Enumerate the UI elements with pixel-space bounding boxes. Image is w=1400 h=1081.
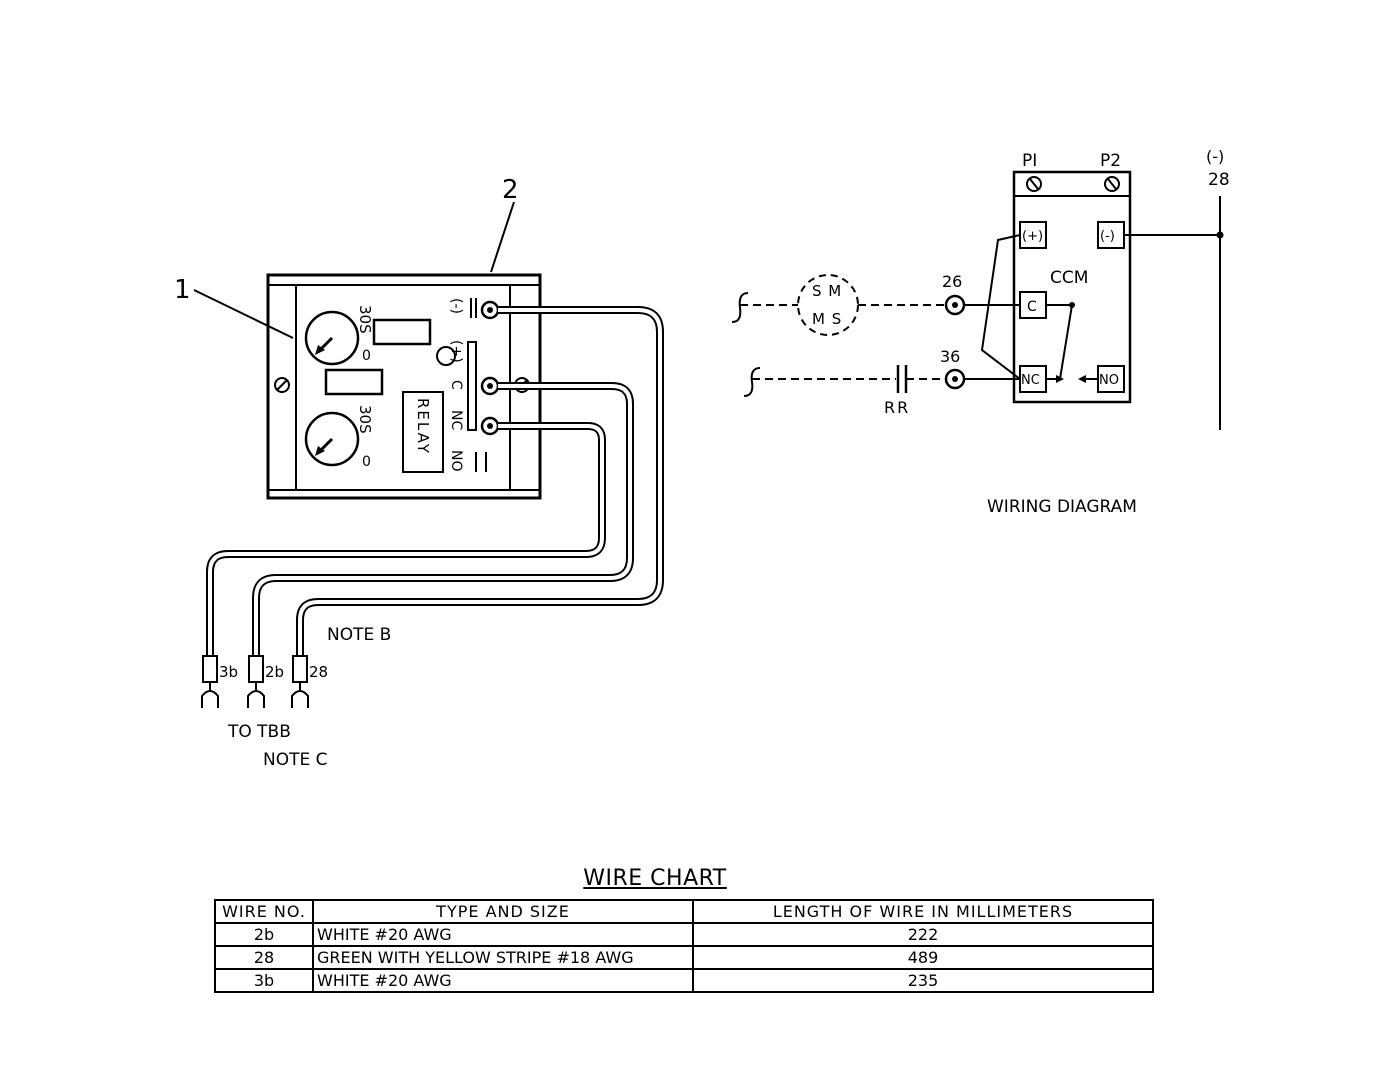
wire-no-cell: 3b bbox=[214, 968, 314, 993]
negative-label: (-) bbox=[1206, 147, 1224, 166]
note-c: NOTE C bbox=[263, 750, 328, 770]
callout-1-leader bbox=[193, 289, 294, 339]
type-cell: WHITE #20 AWG bbox=[312, 922, 694, 947]
indicator-window-middle bbox=[324, 368, 384, 396]
motor-label-top: S M bbox=[812, 282, 842, 300]
jumper-strap bbox=[467, 341, 477, 431]
relay-line-break bbox=[743, 367, 761, 397]
contact-arrow-nc bbox=[1056, 375, 1064, 383]
wire-no-cell: 28 bbox=[214, 945, 314, 970]
terminal-c-label: C bbox=[448, 380, 464, 390]
table-row: 28 GREEN WITH YELLOW STRIPE #18 AWG 489 bbox=[214, 945, 1154, 970]
terminal-screw-minus bbox=[480, 300, 500, 320]
length-cell: 235 bbox=[692, 968, 1154, 993]
table-row: 3b WHITE #20 AWG 235 bbox=[214, 968, 1154, 993]
ccm-plus-label: (+) bbox=[1022, 229, 1043, 244]
rr-label: RR bbox=[884, 398, 910, 417]
p1-label: PI bbox=[1022, 151, 1037, 171]
terminal-plus-label: (+) bbox=[448, 340, 464, 363]
p2-label: P2 bbox=[1100, 151, 1121, 171]
note-b: NOTE B bbox=[327, 625, 391, 645]
motor-label-bottom: M S bbox=[812, 310, 842, 328]
type-cell: WHITE #20 AWG bbox=[312, 968, 694, 993]
wire-chart-table: WIRE NO. TYPE AND SIZE LENGTH OF WIRE IN… bbox=[214, 899, 1154, 993]
ccm-module bbox=[1012, 170, 1132, 404]
terminal-nc-label: NC bbox=[448, 410, 464, 430]
dial-top-min: 0 bbox=[362, 348, 371, 364]
wire-no-cell: 2b bbox=[214, 922, 314, 947]
motor-line-break bbox=[731, 292, 749, 323]
terminal-screw-c bbox=[480, 376, 500, 396]
length-cell: 489 bbox=[692, 945, 1154, 970]
wiring-diagram-title: WIRING DIAGRAM bbox=[987, 497, 1137, 517]
table-row: 2b WHITE #20 AWG 222 bbox=[214, 922, 1154, 947]
relay-assembly: 1 2 30S 0 30S 0 bbox=[174, 175, 664, 770]
terminal-no-label: NO bbox=[448, 450, 464, 472]
ccm-no-label: NO bbox=[1099, 373, 1119, 388]
header-type-and-size: TYPE AND SIZE bbox=[312, 899, 694, 924]
timer-dial-top bbox=[304, 310, 360, 366]
relay-box bbox=[402, 391, 444, 473]
wire-marker-28: 28 bbox=[309, 663, 328, 681]
wire-26-label: 26 bbox=[942, 272, 962, 291]
timer-dial-bottom bbox=[304, 411, 360, 467]
length-cell: 222 bbox=[692, 922, 1154, 947]
ccm-nc-label: NC bbox=[1021, 373, 1040, 388]
terminal-screw-nc bbox=[480, 416, 500, 436]
terminal-minus-label: (-) bbox=[448, 298, 464, 314]
wire-harness bbox=[206, 306, 664, 656]
wire-chart-header-row: WIRE NO. TYPE AND SIZE LENGTH OF WIRE IN… bbox=[214, 899, 1154, 924]
wire-marker-2b: 2b bbox=[265, 663, 284, 681]
callout-1: 1 bbox=[174, 275, 191, 305]
ccm-contact-arm bbox=[1046, 304, 1098, 380]
to-tbb: TO TBB bbox=[227, 722, 291, 742]
spade-lugs bbox=[201, 655, 309, 708]
mount-screw-left bbox=[274, 377, 290, 393]
dial-bottom-max: 30S bbox=[356, 405, 374, 434]
relay-label: RELAY bbox=[414, 398, 432, 455]
wiring-diagram: PI P2 CCM (+) (-) C NC NO (-) 28 bbox=[731, 147, 1230, 517]
ccm-minus-label: (-) bbox=[1100, 229, 1115, 244]
callout-2-leader bbox=[490, 201, 515, 273]
negative-junction bbox=[1216, 231, 1224, 239]
header-length: LENGTH OF WIRE IN MILLIMETERS bbox=[692, 899, 1154, 924]
dial-bottom-min: 0 bbox=[362, 454, 371, 470]
ccm-label: CCM bbox=[1050, 268, 1088, 288]
header-wire-no: WIRE NO. bbox=[214, 899, 314, 924]
ccm-c-label: C bbox=[1027, 299, 1037, 315]
wire-marker-3b: 3b bbox=[219, 663, 238, 681]
terminal-symbols bbox=[436, 298, 487, 472]
negative-wire-number: 28 bbox=[1208, 170, 1230, 190]
rr-contact bbox=[896, 365, 908, 393]
wire-36-label: 36 bbox=[940, 347, 960, 366]
p1-screw bbox=[1026, 176, 1042, 192]
dial-top-max: 30S bbox=[356, 305, 374, 334]
plus-to-nc-jumper bbox=[980, 234, 1021, 380]
type-cell: GREEN WITH YELLOW STRIPE #18 AWG bbox=[312, 945, 694, 970]
indicator-window-top bbox=[372, 318, 432, 346]
callout-2: 2 bbox=[502, 175, 519, 205]
contact-arrow-no bbox=[1078, 375, 1086, 383]
p2-screw bbox=[1104, 176, 1120, 192]
contact-pivot bbox=[1069, 302, 1075, 308]
wire-chart-title: WIRE CHART bbox=[583, 866, 727, 891]
